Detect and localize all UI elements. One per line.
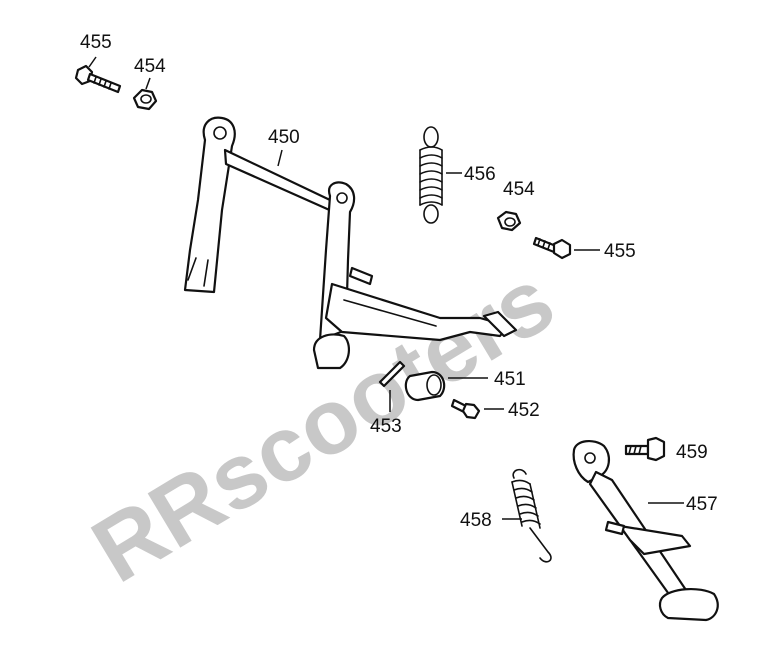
leader-450	[277, 149, 283, 167]
bolt-452	[450, 398, 481, 420]
callout-454-right: 454	[503, 179, 535, 200]
callout-452: 452	[508, 400, 540, 421]
callout-450: 450	[268, 127, 300, 148]
bushing-451	[404, 370, 446, 402]
callout-457: 457	[686, 494, 718, 515]
spring-458	[511, 468, 552, 563]
callout-454-top: 454	[134, 56, 166, 77]
callout-453: 453	[370, 416, 402, 437]
callout-459: 459	[676, 442, 708, 463]
bolt-455-right	[532, 236, 572, 260]
leader-455a	[88, 56, 97, 68]
pin-453	[378, 360, 406, 388]
bolt-459	[624, 436, 666, 462]
center-stand-450	[183, 116, 518, 370]
callout-455-right: 455	[604, 241, 636, 262]
callout-451: 451	[494, 369, 526, 390]
nut-454-top	[132, 88, 158, 111]
callout-455-top: 455	[80, 32, 112, 53]
leader-454a	[145, 77, 151, 90]
callout-458: 458	[460, 510, 492, 531]
bolt-455-top	[74, 64, 122, 94]
spring-456	[419, 126, 443, 224]
side-stand-457	[572, 440, 719, 622]
nut-454-right	[496, 210, 522, 232]
callout-456: 456	[464, 164, 496, 185]
